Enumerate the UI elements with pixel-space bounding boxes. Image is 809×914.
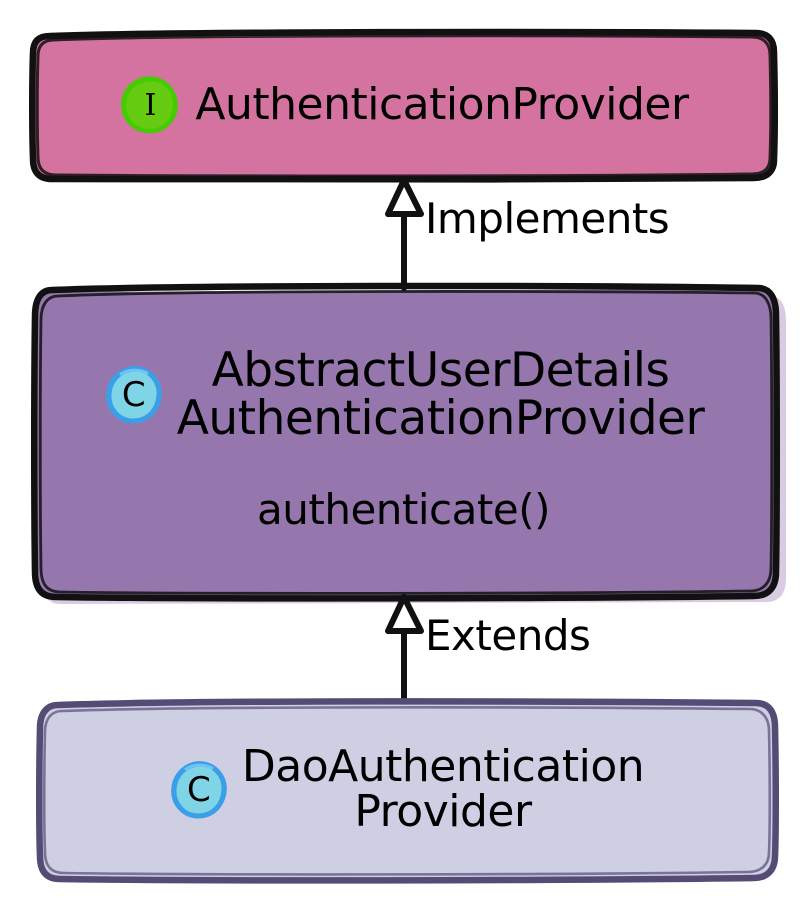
edge-label-implements: Implements <box>425 194 670 243</box>
node-dao-content: C DaoAuthentication Provider <box>38 741 774 837</box>
node-abstract-content: C AbstractUserDetails AuthenticationProv… <box>40 347 767 534</box>
node-interface-content: I AuthenticationProvider <box>33 74 773 136</box>
node-dao-title-row: C DaoAuthentication Provider <box>168 741 645 837</box>
node-abstract-member-authenticate: authenticate() <box>257 484 550 534</box>
node-abstract-title: AbstractUserDetails AuthenticationProvid… <box>176 343 705 446</box>
class-badge-icon: C <box>168 759 230 821</box>
class-badge-letter: C <box>186 770 211 810</box>
edge-label-extends: Extends <box>425 611 591 660</box>
node-interface-title-row: I AuthenticationProvider <box>117 74 689 136</box>
class-node-dao-authentication-provider[interactable]: C DaoAuthentication Provider <box>38 702 774 878</box>
node-interface-title: AuthenticationProvider <box>195 78 689 130</box>
implements-connector <box>385 177 424 291</box>
interface-badge-letter: I <box>144 87 157 123</box>
class-badge-icon: C <box>103 364 165 426</box>
interface-badge-icon: I <box>119 74 181 136</box>
class-node-abstract-user-details-authentication-provider[interactable]: C AbstractUserDetails AuthenticationProv… <box>40 288 767 593</box>
extends-connector <box>385 594 424 707</box>
class-node-authentication-provider[interactable]: I AuthenticationProvider <box>33 32 773 178</box>
class-badge-letter: C <box>121 375 146 415</box>
node-dao-title: DaoAuthentication Provider <box>241 741 645 837</box>
node-abstract-title-row: C AbstractUserDetails AuthenticationProv… <box>103 347 705 443</box>
